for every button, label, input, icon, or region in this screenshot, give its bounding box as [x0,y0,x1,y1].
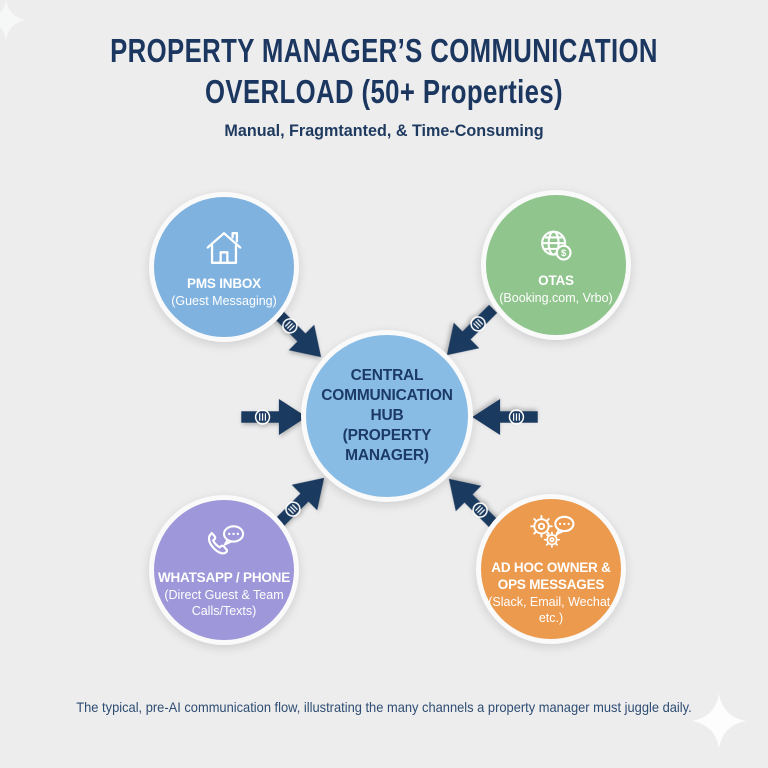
node-subtitle: (Guest Messaging) [171,293,277,308]
hub-label-line: COMMUNICATION [321,387,453,404]
globe-dollar-icon: $ [533,225,579,267]
footer-caption: The typical, pre-AI communication flow, … [76,699,692,715]
node-otas: $ OTAS (Booking.com, Vrbo) [481,190,631,340]
svg-text:$: $ [561,248,567,259]
hub-label-line: (PROPERTY [342,427,432,444]
house-icon [201,226,247,270]
node-title: AD HOC OWNER & OPS MESSAGES [491,560,611,592]
node-subtitle: (Booking.com, Vrbo) [499,290,613,305]
lines-in-circle-icon [472,502,488,518]
lines-in-circle-icon [282,318,298,334]
arrow-otas-to-hub [446,304,498,356]
central-communication-hub: CENTRAL COMMUNICATION HUB (PROPERTY MANA… [301,330,473,502]
title-line-2: OVERLOAD (50+ Properties) [204,73,564,110]
node-title: OTAS [538,272,574,288]
lines-in-circle-icon [254,409,271,425]
lines-in-circle-icon [508,409,525,425]
arrow-whatsapp-to-hub [273,477,325,529]
hub-label-line: HUB [370,407,404,424]
title-line-1: PROPERTY MANAGER’S COMMUNICATION [110,32,658,69]
arrow-adhoc-to-hub [448,478,500,530]
sparkle-icon [692,694,746,748]
header: PROPERTY MANAGER’S COMMUNICATION OVERLOAD… [0,30,768,141]
arrow-left-to-hub [241,399,307,435]
page-title: PROPERTY MANAGER’S COMMUNICATION OVERLOAD… [84,30,683,112]
hub-label-line: CENTRAL [350,367,424,384]
node-pms-inbox: PMS INBOX (Guest Messaging) [149,192,299,342]
node-title: PMS INBOX [187,275,261,291]
arrow-right-to-hub [472,399,538,435]
node-subtitle: (Slack, Email, Wechat, etc.) [488,595,614,625]
node-title: WHATSAPP / PHONE [157,569,291,585]
node-adhoc-owner-ops: AD HOC OWNER & OPS MESSAGES (Slack, Emai… [476,494,626,644]
lines-in-circle-icon [285,501,301,517]
lines-in-circle-icon [470,316,486,332]
gears-chat-icon [526,512,576,554]
node-subtitle: (Direct Guest & Team Calls/Texts) [164,587,284,618]
phone-chat-icon [199,522,249,564]
corner-sparkle-icon [0,0,26,40]
hub-label-line: MANAGER) [345,447,429,464]
page-subtitle: Manual, Fragmtanted, & Time-Consuming [224,121,544,140]
node-whatsapp-phone: WHATSAPP / PHONE (Direct Guest & Team Ca… [149,495,299,645]
